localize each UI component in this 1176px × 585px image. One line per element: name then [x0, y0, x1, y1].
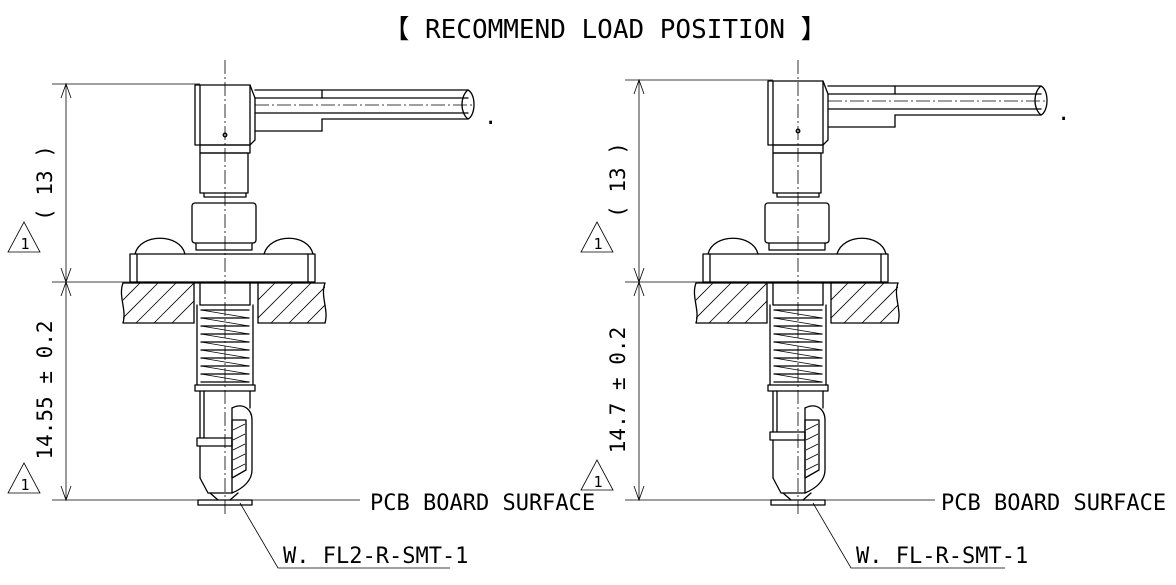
plunger-right	[767, 282, 829, 506]
revision-triangle-icon: 1	[580, 459, 614, 491]
flange-right	[702, 253, 889, 283]
plate-right	[693, 282, 900, 324]
cable-end-mark: .	[1057, 101, 1070, 126]
bottom-dimension-left: 14.55 ± 0.2	[33, 320, 57, 459]
assembly-right: ( 13 ) 14.7 ± 0.2 1 1 .	[580, 60, 1166, 569]
cable-left	[254, 89, 475, 132]
top-dimension-right: ( 13 )	[606, 142, 630, 218]
revision-mark: 1	[593, 235, 602, 253]
revision-mark: 1	[20, 476, 29, 494]
cable-right	[827, 85, 1048, 128]
drawing-title: 【 RECOMMEND LOAD POSITION 】	[383, 15, 826, 45]
socket-right	[707, 202, 887, 255]
part-label-right: W. FL-R-SMT-1	[856, 544, 1028, 569]
revision-triangle-icon: 1	[580, 221, 614, 253]
revision-triangle-icon: 1	[7, 462, 41, 494]
plate-left	[120, 282, 327, 324]
flange-left	[129, 253, 316, 283]
socket-left	[134, 202, 314, 255]
part-leader-right	[812, 502, 1005, 569]
part-label-left: W. FL2-R-SMT-1	[283, 544, 468, 569]
top-dimension-left: ( 13 )	[33, 145, 57, 221]
revision-triangle-icon: 1	[7, 221, 41, 253]
revision-mark: 1	[20, 235, 29, 253]
cable-end-mark: .	[484, 105, 497, 130]
surface-label-left: PCB BOARD SURFACE	[370, 491, 595, 516]
bottom-dimension-right: 14.7 ± 0.2	[606, 327, 630, 453]
dimension-lines-left	[52, 82, 200, 502]
assembly-left: ( 13 ) 14.55 ± 0.2 1 1 .	[7, 60, 595, 569]
dimension-lines-right	[625, 78, 773, 502]
surface-label-right: PCB BOARD SURFACE	[941, 491, 1166, 516]
part-leader-left	[239, 502, 450, 569]
revision-mark: 1	[593, 473, 602, 491]
